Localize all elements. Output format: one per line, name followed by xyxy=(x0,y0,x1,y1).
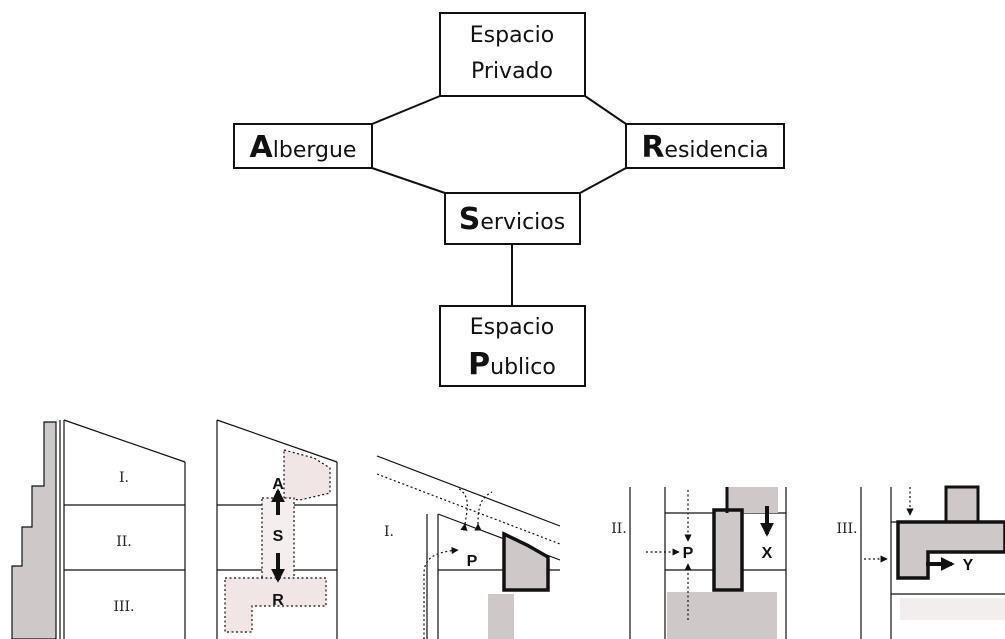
panel-4-label-p: P xyxy=(683,545,694,562)
node-espacio-publico-line1: Espacio xyxy=(470,315,554,340)
panel-4-lower-strip xyxy=(667,592,777,639)
panel-1-label-1: I. xyxy=(119,470,129,486)
panel-4-label-x: X xyxy=(762,545,773,562)
panel-2-label-s: S xyxy=(273,528,284,545)
node-servicios: Servicios xyxy=(444,192,581,245)
panel-3-access-level-1: I. P xyxy=(376,455,561,639)
node-espacio-publico: Espacio Publico xyxy=(439,305,586,387)
panel-5-upper-block xyxy=(944,485,980,524)
node-albergue: Albergue xyxy=(233,123,373,169)
octagon-connectors xyxy=(371,95,627,306)
concept-diagram: Espacio Privado Albergue Residencia Serv… xyxy=(233,12,785,387)
svg-text:Publico: Publico xyxy=(468,347,556,382)
svg-text:Servicios: Servicios xyxy=(459,202,565,237)
panel-5-roman: III. xyxy=(836,521,857,537)
panel-1-label-2: II. xyxy=(116,534,132,550)
node-espacio-privado: Espacio Privado xyxy=(439,12,586,97)
panel-4-access-level-2: II. P X xyxy=(611,487,787,639)
panel-1-zoning: I. II. III. xyxy=(11,419,186,639)
panel-5-access-level-3: III. Y xyxy=(836,485,1005,639)
panel-2-program-flow: A S R xyxy=(216,419,338,639)
panel-2-zone-r xyxy=(224,577,327,633)
node-albergue-rest: lbergue xyxy=(273,138,357,163)
panel-3-grey-patch xyxy=(488,594,514,639)
node-espacio-publico-rest: ublico xyxy=(490,355,556,380)
panel-4-column-block xyxy=(712,508,744,592)
node-residencia-initial: R xyxy=(641,130,664,165)
svg-text:Albergue: Albergue xyxy=(250,130,357,165)
panel-2-label-r: R xyxy=(272,592,284,609)
panel-1-stepped-profile xyxy=(11,421,57,639)
panel-5-label-y: Y xyxy=(963,557,974,574)
node-residencia-rest: esidencia xyxy=(664,138,768,163)
panel-5-lower-strip xyxy=(900,598,1005,620)
panel-3-roman: I. xyxy=(384,524,394,540)
panel-4-roman: II. xyxy=(611,521,627,537)
node-servicios-initial: S xyxy=(459,202,481,237)
svg-text:Residencia: Residencia xyxy=(641,130,768,165)
node-espacio-privado-line1: Espacio xyxy=(470,23,554,48)
panel-5-l-block xyxy=(896,520,1005,580)
panel-3-building-block xyxy=(502,531,550,592)
panel-3-label-p: P xyxy=(467,553,478,570)
panel-2-label-a: A xyxy=(272,476,284,493)
node-espacio-privado-line2: Privado xyxy=(471,59,553,84)
node-residencia: Residencia xyxy=(625,123,785,169)
panel-1-label-3: III. xyxy=(113,599,134,615)
node-servicios-rest: ervicios xyxy=(480,210,565,235)
node-albergue-initial: A xyxy=(250,130,274,165)
node-espacio-publico-initial: P xyxy=(468,347,490,382)
